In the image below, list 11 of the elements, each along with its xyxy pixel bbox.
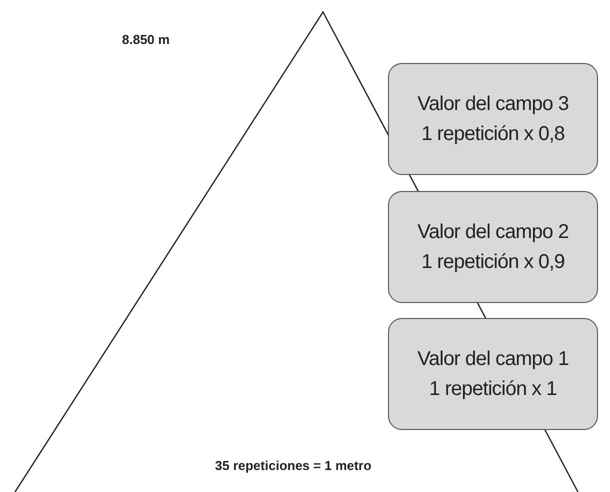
box-formula: 1 repetición x 0,9 xyxy=(421,250,565,275)
box-heading: Valor del campo 2 xyxy=(417,220,569,245)
box-formula: 1 repetición x 1 xyxy=(429,377,557,402)
value-box xyxy=(388,318,598,430)
box-heading: Valor del campo 3 xyxy=(417,92,569,117)
scale-note: 35 repeticiones = 1 metro xyxy=(215,458,372,473)
value-box xyxy=(388,63,598,175)
height-label: 8.850 m xyxy=(122,32,170,47)
box-formula: 1 repetición x 0,8 xyxy=(421,122,565,147)
value-box xyxy=(388,191,598,303)
box-heading: Valor del campo 1 xyxy=(417,347,569,372)
